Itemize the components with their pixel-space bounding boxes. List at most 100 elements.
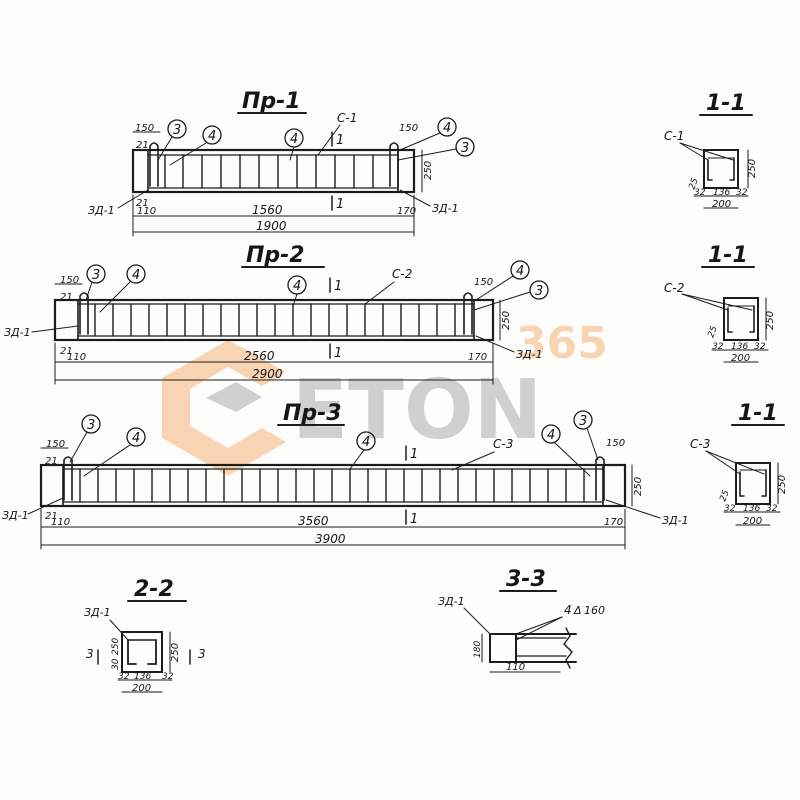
svg-text:4: 4: [443, 121, 451, 136]
svg-text:4: 4: [208, 129, 216, 144]
sec1a-d-left: 32: [694, 188, 706, 198]
svg-text:3: 3: [461, 141, 469, 156]
pr2-dim-height: 250: [501, 311, 512, 330]
svg-text:3: 3: [173, 123, 181, 138]
sec2-cut-left: 3: [86, 647, 94, 661]
pr3-dim-height: 250: [633, 477, 644, 496]
sec2-d-left: 32: [118, 672, 130, 682]
svg-text:4: 4: [516, 264, 524, 279]
pr2-dim-right: 170: [468, 352, 487, 363]
pr1-dim-height: 250: [423, 161, 434, 180]
pr3-callout-4-left: [126, 427, 146, 447]
sec3-weld-length: 160: [584, 604, 605, 617]
sec1c-side: 25: [718, 489, 731, 503]
sec3-plate: [489, 633, 517, 663]
sec1b-side: 25: [706, 325, 719, 339]
pr3-zd-left: ЗД-1: [2, 509, 29, 522]
pr3-dim-150-left: 150: [46, 439, 65, 450]
pr1-callout-4-left: [202, 125, 222, 145]
pr2-dim-left: 110: [67, 352, 86, 363]
sec2-cut-right: 3: [198, 647, 206, 661]
pr3-callout-4-right: [541, 424, 561, 444]
pr2-cage-label: С-2: [392, 267, 412, 281]
sec1a-cage: С-1: [664, 129, 684, 143]
watermark-number: 365: [516, 318, 608, 369]
svg-text:3: 3: [87, 418, 95, 433]
sec1a-outline: [703, 149, 739, 189]
pr1-dim-150-left: 150: [135, 123, 154, 134]
sec1b-d-mid: 136: [731, 342, 748, 352]
section-1-1-c1: 1-1 С-1 25 250 32 136 32 200: [664, 91, 758, 210]
pr3-mark-21-bottom: 21: [45, 511, 58, 522]
pr3-zd-right: ЗД-1: [662, 514, 689, 527]
pr2-stirrups: [94, 303, 456, 337]
pr1-dim-total: 1900: [256, 219, 287, 233]
sec1a-d-mid: 136: [713, 188, 730, 198]
sec3-height: 180: [473, 641, 483, 658]
pr1-dim-left: 110: [137, 206, 156, 217]
sec3-break-line: [563, 627, 573, 669]
svg-text:4: 4: [547, 428, 555, 443]
sec1b-outline: [723, 297, 759, 341]
pr1-cage-label: С-1: [337, 111, 357, 125]
sec2-title: 2-2: [134, 577, 174, 602]
pr2-callout-4-right: [510, 260, 530, 280]
pr2-lifting-loop-right: [463, 292, 473, 335]
pr2-mark-21-top: 21: [60, 292, 73, 303]
pr1-title: Пр-1: [242, 89, 301, 114]
pr2-callout-4-left: [126, 264, 146, 284]
beam-pr2: Пр-2 150 21 21 150 3 4: [4, 243, 549, 385]
pr1-callout-4-right: [437, 117, 457, 137]
pr2-lifting-loop-left: [79, 292, 89, 335]
sec1c-d-mid: 136: [743, 504, 760, 514]
pr1-zd-right: ЗД-1: [432, 202, 459, 215]
pr1-dim-mid: 1560: [252, 203, 283, 217]
pr1-lifting-loop-right: [389, 142, 399, 187]
logo-hexagon-icon: [162, 340, 286, 476]
sec1c-width: 200: [743, 516, 762, 527]
pr2-dim-150-right: 150: [474, 277, 493, 288]
svg-text:4: 4: [293, 279, 301, 294]
pr1-dim-150-right: 150: [399, 123, 418, 134]
sec1c-height: 250: [777, 475, 788, 494]
pr2-zd-left: ЗД-1: [4, 326, 31, 339]
pr3-dim-150-right: 150: [606, 438, 625, 449]
pr3-section-mark-top: 1: [410, 447, 418, 462]
pr1-stirrups: [164, 154, 374, 189]
pr3-callout-3-right: [573, 410, 593, 430]
sec3-part: ЗД-1: [438, 595, 465, 608]
pr2-title: Пр-2: [246, 243, 305, 268]
watermark-brand: ETON: [292, 363, 542, 458]
sec3-weld-symbol-icon: Δ: [573, 604, 582, 617]
pr3-mark-21-top: 21: [45, 456, 58, 467]
pr1-callout-3-right: [455, 137, 475, 157]
pr2-callout-3-left: [86, 264, 106, 284]
sec1c-d-left: 32: [724, 504, 736, 514]
sec1c-cage: С-3: [690, 437, 710, 451]
sec1a-side: 25: [687, 177, 700, 191]
sec1a-title: 1-1: [706, 91, 746, 116]
sec2-width: 200: [132, 683, 151, 694]
sec1b-d-right: 32: [754, 342, 766, 352]
beam-pr3: Пр-3 150 21 21 150: [2, 401, 689, 550]
svg-text:4: 4: [290, 132, 298, 147]
sec1c-title: 1-1: [738, 401, 778, 426]
sec1a-height: 250: [747, 159, 758, 178]
svg-text:3: 3: [92, 268, 100, 283]
pr3-dim-left: 110: [51, 517, 70, 528]
pr1-mark-21-top: 21: [136, 140, 149, 151]
svg-text:4: 4: [132, 268, 140, 283]
section-1-1-c3: 1-1 С-3 25 250 32 136 32 200: [690, 401, 788, 527]
pr3-title: Пр-3: [283, 401, 342, 426]
sec3-width: 110: [506, 662, 525, 673]
pr2-zd-right: ЗД-1: [516, 348, 543, 361]
sec1c-d-right: 32: [766, 504, 778, 514]
section-2-2: 2-2 ЗД-1 3 3 30 250 250 32 136 32 200: [84, 577, 206, 694]
pr3-callout-4-mid: [356, 431, 376, 451]
pr1-callout-3-left: [167, 119, 187, 139]
svg-text:3: 3: [579, 414, 587, 429]
sec1b-height: 250: [765, 311, 776, 330]
pr1-lifting-loop-left: [149, 142, 159, 187]
pr2-section-mark-bottom: 1: [334, 346, 342, 361]
